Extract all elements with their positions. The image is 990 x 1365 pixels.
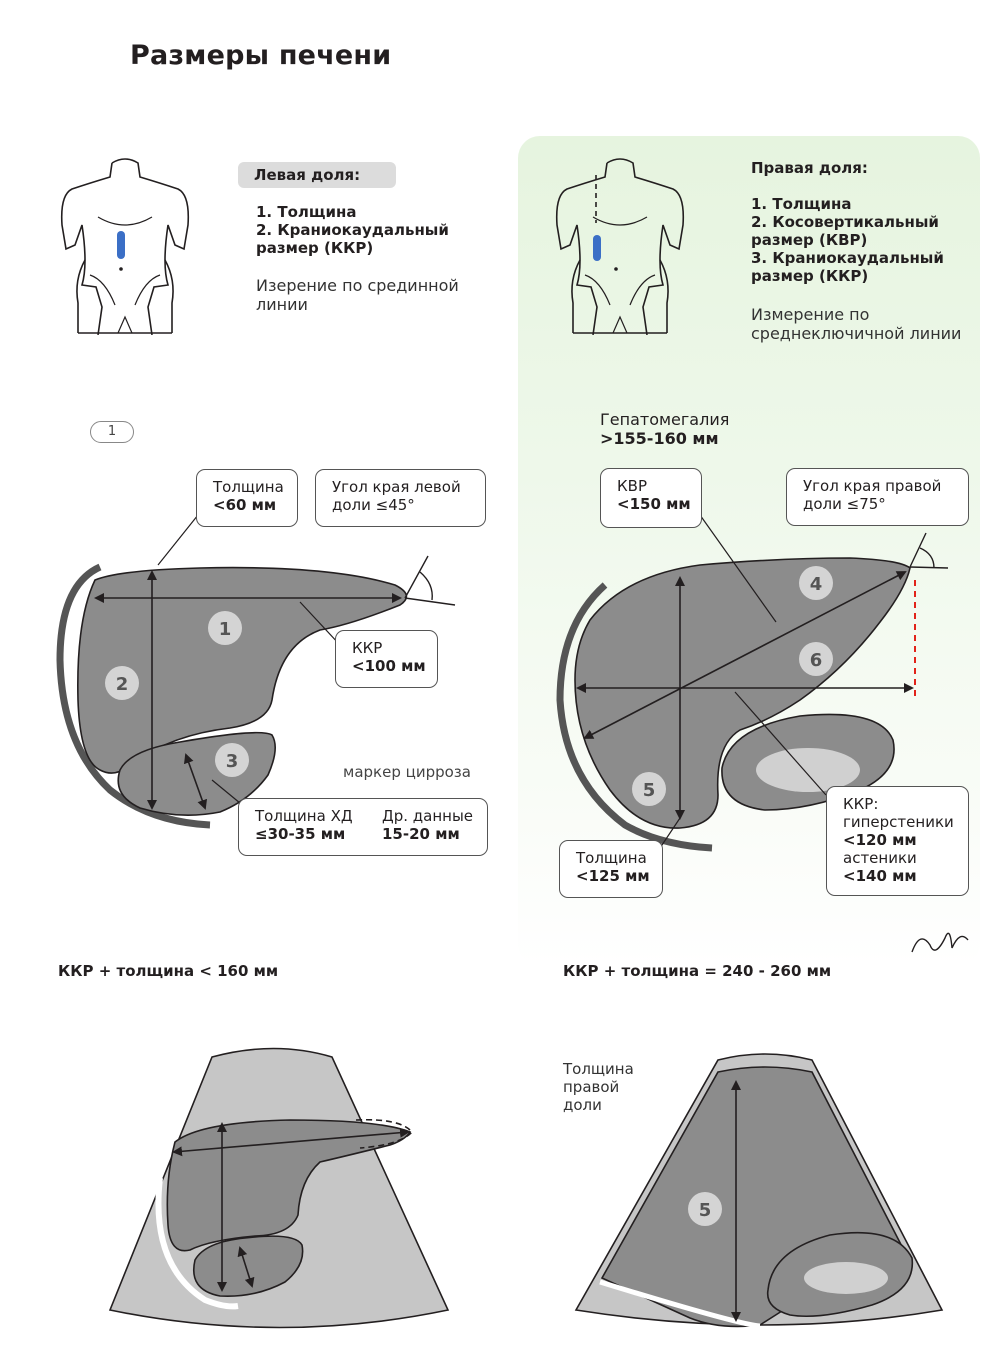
page-title: Размеры печени [130,40,392,71]
right-thickness-value: <125 мм [576,867,650,885]
left-list: 1. Толщина 2. Краниокаудальный размер (К… [256,203,449,257]
right-us-label-line: доли [563,1096,602,1114]
hepatomegaly-title: Гепатомегалия [600,410,730,429]
right-list-item: 3. Краниокаудальный [751,249,944,267]
marker-5 [632,772,666,806]
right-arc [556,582,713,852]
torso-right-icon [555,158,685,335]
left-hd-other: Др. данные 15-20 мм [382,807,473,843]
marker-3 [215,743,249,777]
left-angle-box: Угол края левой доли ≤45° [315,469,486,527]
right-note: Измерение по среднеключичной линии [751,305,961,343]
right-kkr-hypersthenic-value: <120 мм [843,831,917,849]
right-kkr-label: ККР: [843,795,879,813]
left-hd-thickness-value: ≤30-35 мм [255,825,346,843]
kidney-sinus [756,748,860,792]
right-kvr-label: КВР [617,477,647,495]
left-note-line: Изерение по срединной [256,276,459,295]
ultrasound-left-arc [155,1177,239,1310]
marker-2-label: 2 [116,674,129,695]
right-us-label-line: Толщина [563,1060,634,1078]
left-hd-thickness: Толщина ХД ≤30-35 мм [255,807,353,843]
left-hd-other-value: 15-20 мм [382,825,460,843]
right-angle-box: Угол края правой доли ≤75° [786,468,969,526]
left-kkr-label: ККР [352,639,383,657]
left-arc [56,563,211,829]
right-kvr-value: <150 мм [617,495,691,513]
right-list-item: 1. Толщина [751,195,852,213]
marker-4-label: 4 [810,574,823,595]
left-kkr-value: <100 мм [352,657,426,675]
right-note-line: Измерение по [751,305,870,324]
right-kvr-box: КВР <150 мм [600,468,702,528]
right-kkr-asthenic: астеники [843,849,917,867]
right-angle-label: Угол края правой [803,477,942,495]
left-angle-value: доли ≤45° [332,496,415,514]
right-kkr-box: ККР: гиперстеники <120 мм астеники <140 … [826,786,969,896]
marker-3-label: 3 [226,751,239,772]
right-list-item: 2. Косовертикальный [751,213,939,231]
left-note: Изерение по срединной линии [256,276,459,314]
right-formula: ККР + толщина = 240 - 260 мм [563,962,832,980]
left-angle-label: Угол края левой [332,478,461,496]
marker-2 [105,666,139,700]
author-signature [911,932,969,953]
right-us-label-line: правой [563,1078,620,1096]
figure-number-badge: 1 [90,421,134,443]
left-lobe-shape [77,566,408,774]
ultrasound-right-kidney-sinus [804,1262,888,1294]
left-note-line: линии [256,295,308,314]
right-list-item: размер (ККР) [751,267,869,285]
right-thickness-box: Толщина <125 мм [559,840,663,898]
right-us-label: Толщина правой доли [563,1060,634,1114]
left-lobe-pill: Левая доля: [238,162,396,188]
left-thickness-label: Толщина [213,478,284,496]
left-list-item: 2. Краниокаудальный [256,221,449,239]
ultrasound-right-capsule [599,1279,761,1329]
hepatomegaly-value: >155-160 мм [600,429,719,448]
left-list-item: размер (ККР) [256,239,374,257]
left-hd-other-label: Др. данные [382,807,474,825]
marker-1-label: 1 [219,619,232,640]
left-thickness-value: <60 мм [213,496,277,514]
right-list-item: размер (КВР) [751,231,868,249]
ultrasound-marker-5-label: 5 [699,1200,712,1221]
cirrhosis-marker-label: маркер цирроза [343,763,471,781]
left-hd-thickness-label: Толщина ХД [255,807,353,825]
left-formula: ККР + толщина < 160 мм [58,962,279,980]
right-list: 1. Толщина 2. Косовертикальный размер (К… [751,195,944,285]
right-lobe-heading: Правая доля: [751,159,868,177]
marker-6 [799,642,833,676]
right-thickness-label: Толщина [576,849,647,867]
right-kkr-hypersthenic: гиперстеники [843,813,954,831]
marker-6-label: 6 [810,650,823,671]
right-angle-value: доли ≤75° [803,495,886,513]
left-kkr-box: ККР <100 мм [335,630,438,688]
marker-4 [799,566,833,600]
marker-1 [208,611,242,645]
ultrasound-marker-5 [688,1192,722,1226]
left-thickness-box: Толщина <60 мм [196,469,298,527]
left-list-item: 1. Толщина [256,203,357,221]
hepatomegaly-label: Гепатомегалия >155-160 мм [600,410,729,448]
marker-5-label: 5 [643,780,656,801]
torso-left-icon [60,158,190,335]
left-hd-box: Толщина ХД ≤30-35 мм Др. данные 15-20 мм [238,798,488,856]
right-kkr-asthenic-value: <140 мм [843,867,917,885]
right-note-line: среднеключичной линии [751,324,962,343]
